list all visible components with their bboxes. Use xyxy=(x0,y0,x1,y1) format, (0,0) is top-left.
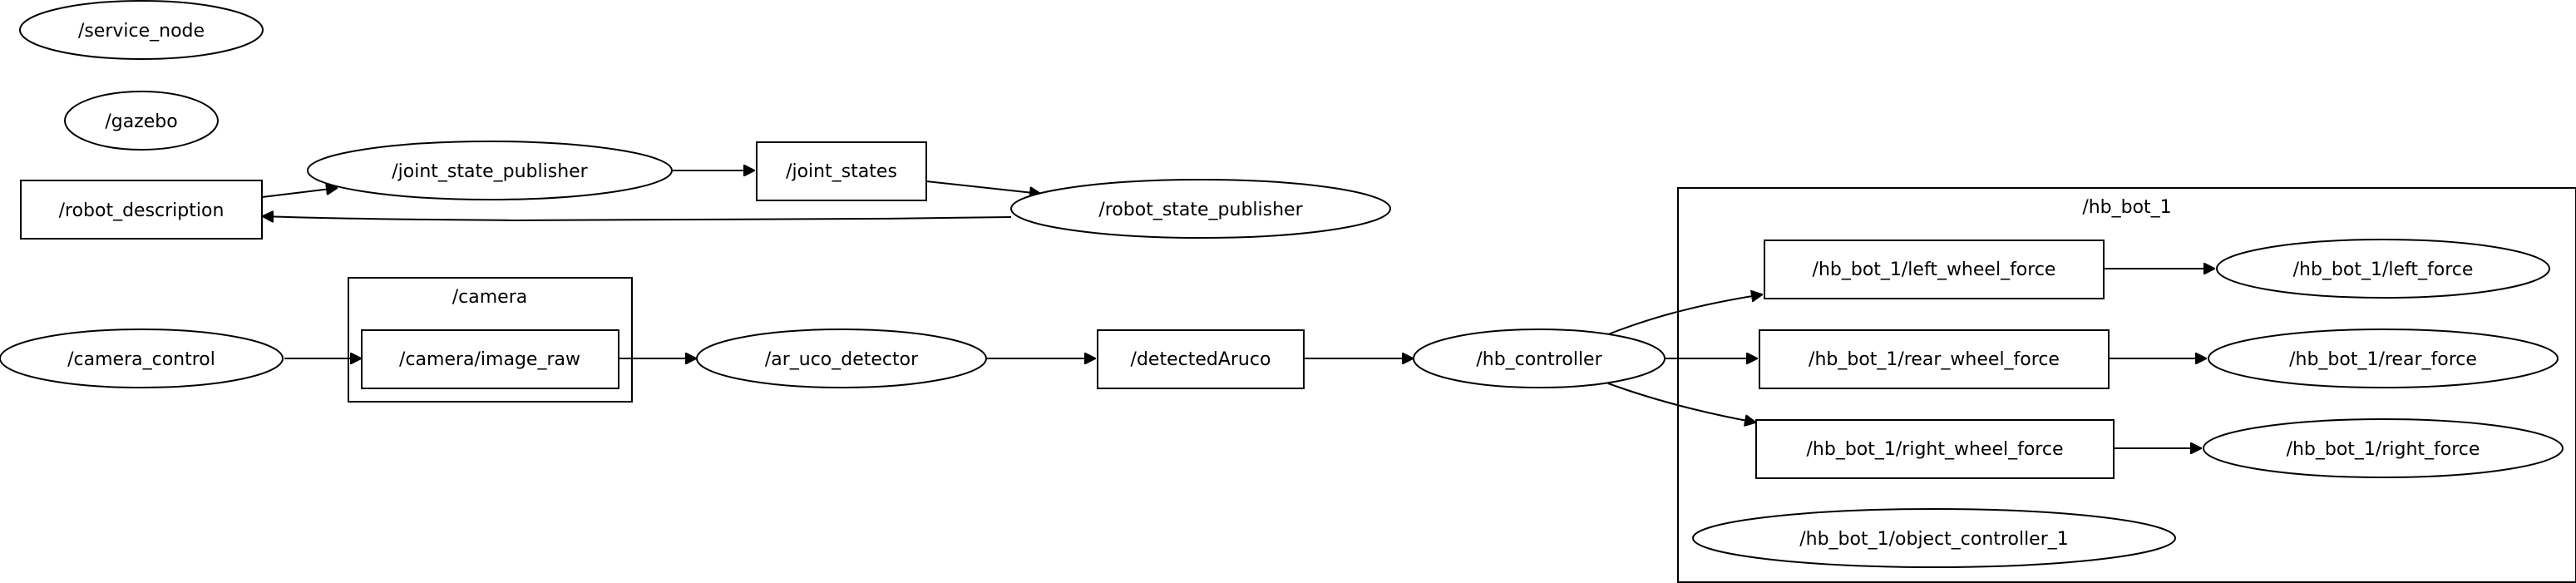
topic-camera-image-raw-label: /camera/image_raw xyxy=(399,349,580,370)
topic-joint-states[interactable]: /joint_states xyxy=(756,141,927,201)
node-hb-controller-label: /hb_controller xyxy=(1476,349,1602,370)
node-rear-force[interactable]: /hb_bot_1/rear_force xyxy=(2208,329,2559,388)
node-robot-state-publisher[interactable]: /robot_state_publisher xyxy=(1010,179,1391,239)
topic-robot-description[interactable]: /robot_description xyxy=(20,180,263,240)
topic-right-wheel-force[interactable]: /hb_bot_1/right_wheel_force xyxy=(1755,419,2115,479)
topic-rear-wheel-force-label: /hb_bot_1/rear_wheel_force xyxy=(1809,349,2060,370)
node-camera-control[interactable]: /camera_control xyxy=(0,329,284,388)
cluster-camera-label: /camera xyxy=(452,287,527,308)
edge-robot-state-publisher-to-robot-description xyxy=(262,216,1012,220)
topic-detected-aruco-label: /detectedAruco xyxy=(1131,349,1271,370)
topic-robot-description-label: /robot_description xyxy=(59,200,225,221)
node-service-node[interactable]: /service_node xyxy=(19,0,264,60)
node-robot-state-publisher-label: /robot_state_publisher xyxy=(1098,200,1303,220)
node-joint-state-publisher-label: /joint_state_publisher xyxy=(392,161,588,182)
node-ar-uco-detector[interactable]: /ar_uco_detector xyxy=(696,329,987,388)
node-gazebo[interactable]: /gazebo xyxy=(64,91,219,151)
cluster-hb-bot-1: /hb_bot_1 xyxy=(1677,187,2576,583)
node-left-force-label: /hb_bot_1/left_force xyxy=(2293,259,2474,280)
node-right-force[interactable]: /hb_bot_1/right_force xyxy=(2203,418,2564,478)
edge-hb-controller-to-right-wheel-force xyxy=(1607,383,1756,422)
topic-left-wheel-force-label: /hb_bot_1/left_wheel_force xyxy=(1813,259,2056,280)
node-joint-state-publisher[interactable]: /joint_state_publisher xyxy=(307,141,673,200)
cluster-camera: /camera xyxy=(348,277,633,403)
nodes: /service_node /gazebo /robot_description… xyxy=(0,0,2564,568)
topic-rear-wheel-force[interactable]: /hb_bot_1/rear_wheel_force xyxy=(1759,329,2110,389)
node-rear-force-label: /hb_bot_1/rear_force xyxy=(2289,349,2477,370)
edge-robot-description-to-joint-state-publisher xyxy=(261,188,338,198)
node-camera-control-label: /camera_control xyxy=(67,349,215,370)
node-gazebo-label: /gazebo xyxy=(105,111,177,132)
edges xyxy=(262,170,2215,448)
node-object-controller-label: /hb_bot_1/object_controller_1 xyxy=(1799,529,2069,550)
topic-camera-image-raw[interactable]: /camera/image_raw xyxy=(361,329,619,389)
node-ar-uco-detector-label: /ar_uco_detector xyxy=(765,349,919,370)
node-service-node-label: /service_node xyxy=(78,21,205,42)
node-object-controller[interactable]: /hb_bot_1/object_controller_1 xyxy=(1692,508,2176,568)
edge-joint-states-to-robot-state-publisher xyxy=(925,180,1041,194)
cluster-hb-bot-1-label: /hb_bot_1 xyxy=(2082,197,2171,218)
topic-left-wheel-force[interactable]: /hb_bot_1/left_wheel_force xyxy=(1764,240,2105,299)
topic-right-wheel-force-label: /hb_bot_1/right_wheel_force xyxy=(1807,439,2064,460)
topic-detected-aruco[interactable]: /detectedAruco xyxy=(1097,329,1305,389)
edge-hb-controller-to-left-wheel-force xyxy=(1607,294,1763,335)
node-hb-controller[interactable]: /hb_controller xyxy=(1413,329,1666,388)
node-left-force[interactable]: /hb_bot_1/left_force xyxy=(2216,239,2550,299)
topic-joint-states-label: /joint_states xyxy=(786,161,897,182)
node-right-force-label: /hb_bot_1/right_force xyxy=(2287,439,2480,460)
